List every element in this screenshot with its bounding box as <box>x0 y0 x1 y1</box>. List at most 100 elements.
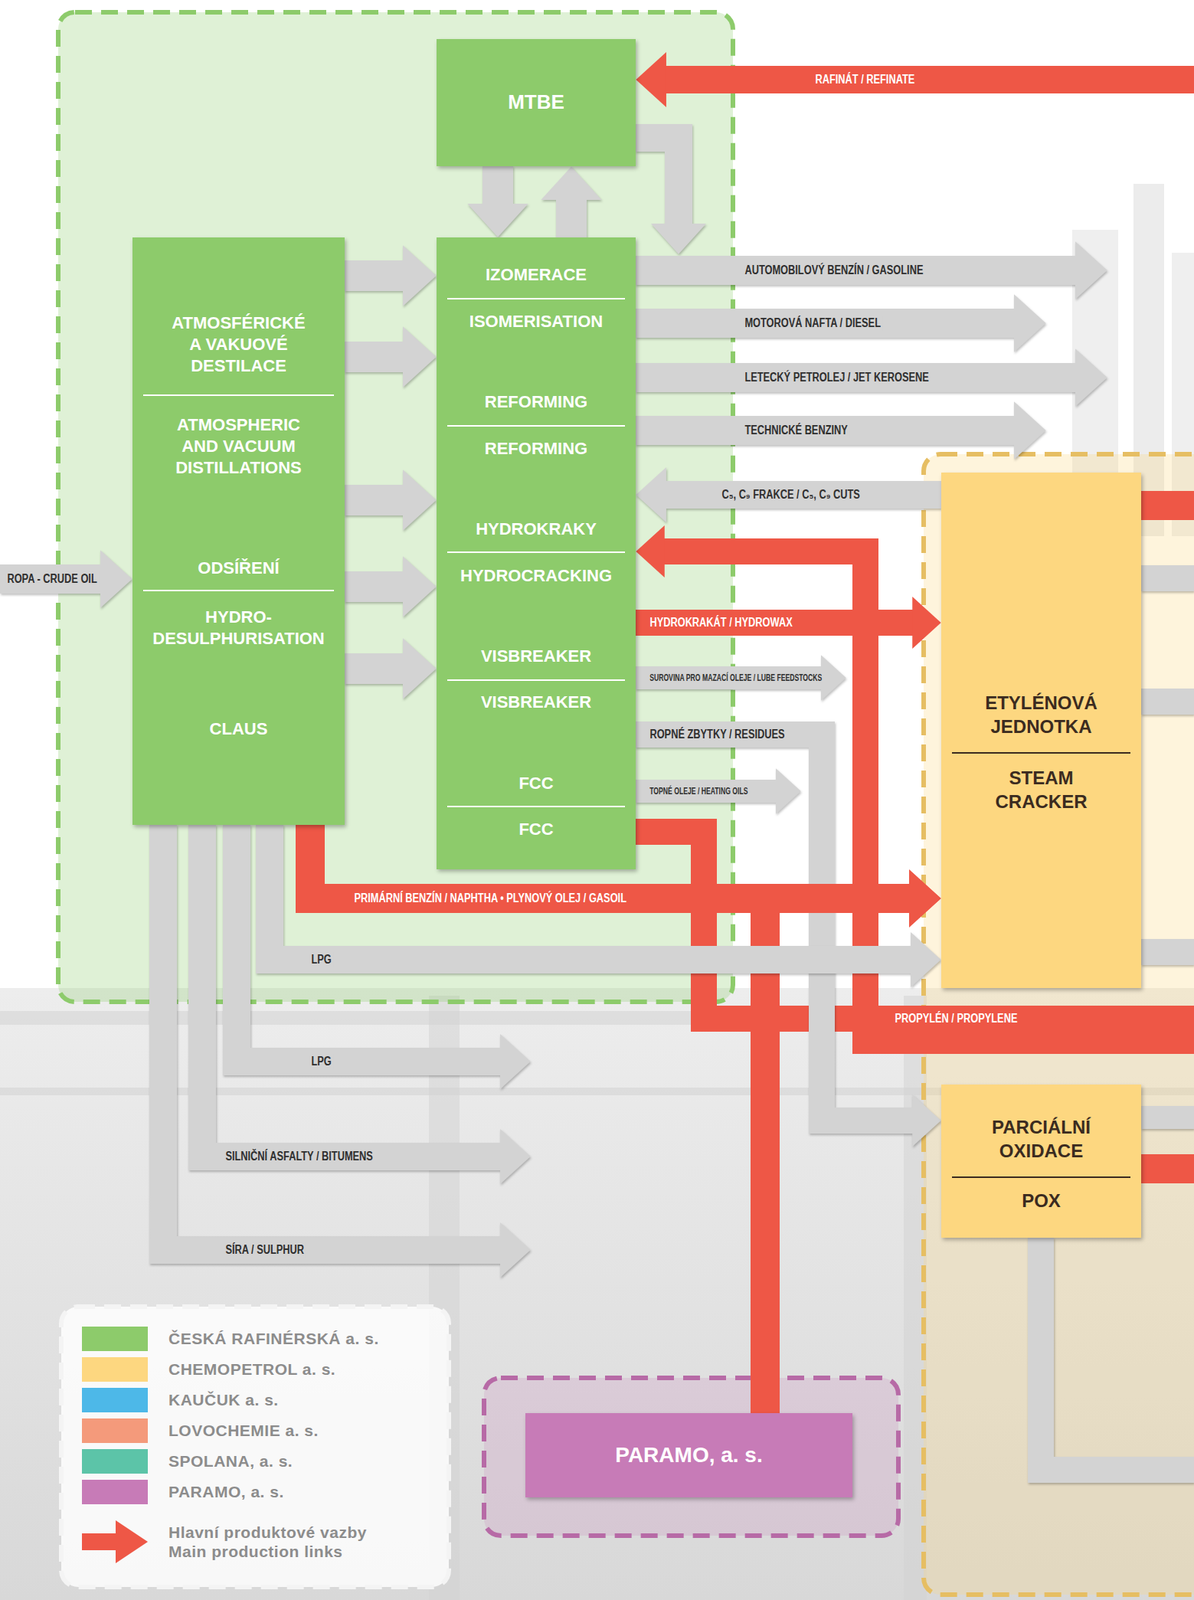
process-box: ETYLÉNOVÁ JEDNOTKA STEAM CRACKER <box>941 472 1142 988</box>
box-label: ATMOSPHERIC AND VACUUM DISTILLATIONS <box>166 414 312 479</box>
flow-arrow <box>344 260 406 292</box>
stream-arrow <box>1040 1237 1194 1470</box>
legend-item: Hlavní produktové vazby Main production … <box>81 1517 383 1566</box>
box-label: FCC <box>444 818 629 841</box>
box-label: HYDROKRAKY <box>444 518 629 540</box>
legend-swatch <box>81 1387 148 1413</box>
divider-line <box>447 425 625 427</box>
legend-arrow-head <box>115 1520 148 1564</box>
stream-arrow <box>635 415 1018 445</box>
legend-label: CHEMOPETROL a. s. <box>168 1359 336 1379</box>
legend-item: ČESKÁ RAFINÉRSKÁ a. s. <box>81 1326 380 1352</box>
box-label: REFORMING <box>444 391 629 413</box>
process-box: PARAMO, a. s. <box>525 1413 853 1498</box>
stream-arrow <box>0 564 104 594</box>
flow-arrow <box>344 571 406 602</box>
process-box: IZOMERACEISOMERISATIONREFORMINGREFORMING… <box>436 237 636 870</box>
legend-label: KAUČUK a. s. <box>168 1390 279 1410</box>
stream-arrow <box>663 65 1194 94</box>
box-label: MTBE <box>451 89 621 115</box>
stream-label: C₅, C₉ FRAKCE / C₅, C₉ CUTS <box>719 487 862 503</box>
flow-arrow <box>344 341 406 373</box>
flow-arrow <box>344 653 406 684</box>
stream-label: TECHNICKÉ BENZINY <box>742 422 850 439</box>
box-label: ATMOSFÉRICKÉ A VAKUOVÉ DESTILACE <box>166 312 312 377</box>
divider-line <box>951 1176 1131 1178</box>
legend-item: PARAMO, a. s. <box>81 1479 285 1505</box>
legend-item: SPOLANA, a. s. <box>81 1449 293 1474</box>
stream-label: TOPNÉ OLEJE / HEATING OILS <box>647 785 750 798</box>
flow-arrow <box>663 480 942 509</box>
process-box: MTBE <box>436 39 636 167</box>
box-label: HYDRO- DESULPHURISATION <box>143 606 335 650</box>
stream-arrow <box>635 666 824 690</box>
stream-label: PROPYLÉN / PROPYLENE <box>893 1010 1020 1027</box>
stream-label: LETECKÝ PETROLEJ / JET KEROSENE <box>742 369 931 386</box>
divider-line <box>143 589 334 592</box>
stream-arrow <box>202 824 504 1157</box>
box-label: PARCIÁLNÍ OXIDACE <box>965 1115 1119 1163</box>
legend-label: PARAMO, a. s. <box>168 1481 285 1502</box>
stream-label: ROPNÉ ZBYTKY / RESIDUES <box>647 726 787 743</box>
legend-label: Hlavní produktové vazby Main production … <box>168 1522 383 1561</box>
process-box: ATMOSFÉRICKÉ A VAKUOVÉ DESTILACE ATMOSPHE… <box>132 237 345 825</box>
box-label: HYDROCRACKING <box>444 565 629 587</box>
legend-swatch <box>81 1418 148 1443</box>
flow-arrow <box>765 898 913 1414</box>
stream-label: AUTOMOBILOVÝ BENZÍN / GASOLINE <box>742 262 926 279</box>
legend-swatch <box>81 1326 148 1352</box>
legend-label: LOVOCHEMIE a. s. <box>168 1420 319 1440</box>
legend-label: ČESKÁ RAFINÉRSKÁ a. s. <box>168 1328 380 1348</box>
stream-arrow <box>1141 565 1194 592</box>
legend-swatch <box>81 1449 148 1474</box>
stream-arrow <box>1141 1105 1194 1129</box>
stream-label: SUROVINA PRO MAZACÍ OLEJE / LUBE FEEDSTO… <box>647 672 824 684</box>
divider-line <box>447 805 625 808</box>
company-regions <box>58 12 1194 1595</box>
box-label: POX <box>965 1189 1119 1214</box>
divider-line <box>447 297 625 300</box>
stream-label: HYDROKRAKÁT / HYDROWAX <box>647 614 795 631</box>
legend-item: KAUČUK a. s. <box>81 1387 279 1413</box>
company-region <box>484 1377 899 1536</box>
stream-arrow <box>1141 688 1194 715</box>
stream-arrow <box>1141 1154 1194 1184</box>
box-label: IZOMERACE <box>444 264 629 286</box>
stream-label: RAFINÁT / REFINATE <box>813 71 917 88</box>
flow-arrow <box>556 196 587 238</box>
box-label: ETYLÉNOVÁ JEDNOTKA <box>965 691 1119 739</box>
process-box: PARCIÁLNÍ OXIDACE POX <box>941 1084 1142 1238</box>
legend-item: LOVOCHEMIE a. s. <box>81 1418 319 1443</box>
flow-arrow <box>344 484 406 516</box>
product-streams <box>0 79 1194 1470</box>
stream-arrow <box>1141 490 1194 521</box>
stream-label: MOTOROVÁ NAFTA / DIESEL <box>742 315 883 331</box>
box-label: VISBREAKER <box>444 691 629 714</box>
box-label: FCC <box>444 772 629 795</box>
box-label: STEAM CRACKER <box>965 766 1119 814</box>
stream-label: LPG <box>309 1053 334 1070</box>
box-label: ODSÍŘENÍ <box>147 557 331 580</box>
box-label: VISBREAKER <box>444 645 629 668</box>
stream-arrow <box>635 137 679 227</box>
stream-label: PRIMÁRNÍ BENZÍN / NAPHTHA • PLYNOVÝ OLEJ… <box>352 890 629 907</box>
box-label: CLAUS <box>147 718 331 740</box>
flow-arrow <box>635 609 916 636</box>
box-label: PARAMO, a. s. <box>536 1441 843 1469</box>
stream-label: LPG <box>309 951 334 968</box>
stream-label: ROPA - CRUDE OIL <box>5 571 99 587</box>
legend-label: SPOLANA, a. s. <box>168 1451 293 1471</box>
stream-arrow <box>635 308 1018 338</box>
legend-swatch <box>81 1357 148 1382</box>
stream-arrow <box>635 363 1079 393</box>
legend-arrow-sample <box>81 1517 148 1566</box>
stream-label: SÍRA / SULPHUR <box>223 1242 306 1258</box>
flow-arrow <box>482 166 514 207</box>
box-label: ISOMERISATION <box>444 310 629 333</box>
legend-arrow-shaft <box>81 1533 119 1551</box>
stream-arrow <box>635 255 1079 285</box>
divider-line <box>447 679 625 681</box>
legend-panel <box>61 1306 449 1587</box>
legend-swatch <box>81 1479 148 1505</box>
stream-label: SILNIČNÍ ASFALTY / BITUMENS <box>223 1148 375 1165</box>
